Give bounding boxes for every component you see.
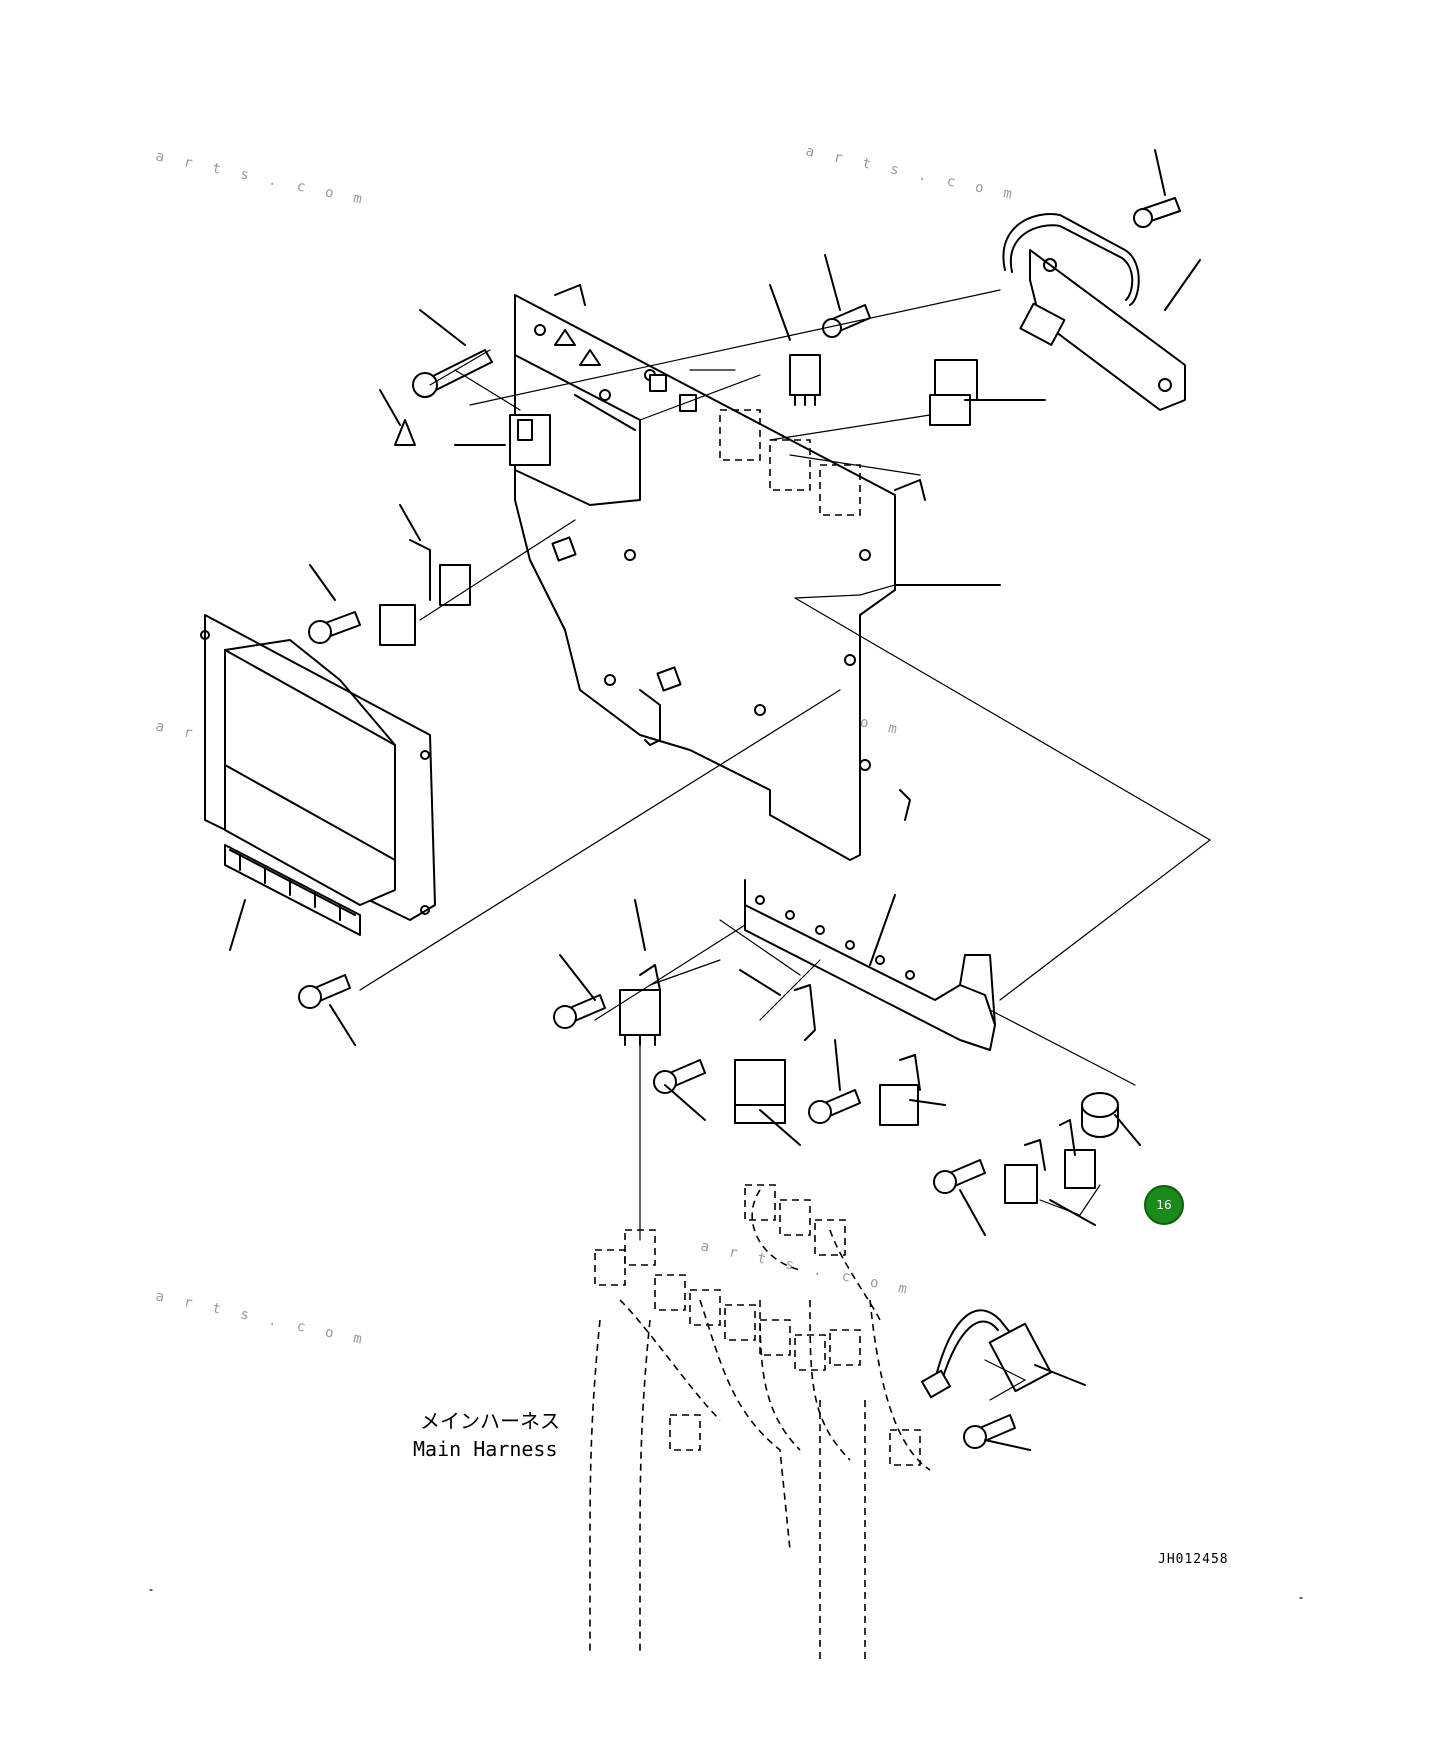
watermark: a r t s . c o m	[154, 1288, 369, 1349]
bolt-group	[298, 197, 1181, 1449]
drawing-code: JH012458	[1158, 1552, 1229, 1567]
callout-badge-number: 16	[1156, 1198, 1171, 1212]
main-mounting-plate	[514, 284, 926, 861]
upper-right-bracket	[1002, 213, 1186, 411]
main-harness	[589, 1184, 931, 1660]
watermark: a r t s . c o m	[699, 1238, 914, 1299]
caption-english: Main Harness	[413, 1437, 558, 1461]
controller-box	[200, 614, 436, 936]
harness-connectors	[594, 1184, 921, 1466]
callout-badge-circle[interactable]	[1144, 1185, 1184, 1225]
main-harness-caption: メインハーネス Main Harness	[413, 1409, 560, 1461]
callout-badge-16[interactable]: 16	[1144, 1185, 1184, 1225]
relay-group	[379, 354, 1119, 1399]
caption-japanese: メインハーネス	[420, 1409, 560, 1433]
leader-lines	[229, 149, 1201, 1451]
watermark: a r t s . c o m	[804, 143, 1019, 204]
watermark: a r t s . c o m	[154, 148, 369, 209]
assembly-lines	[359, 289, 1212, 1401]
